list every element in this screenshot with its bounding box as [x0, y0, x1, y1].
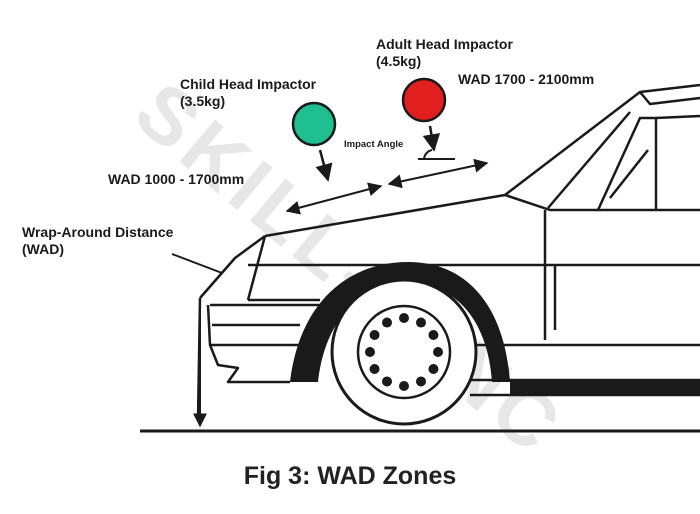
child-wad-zone-arrow: [285, 182, 383, 215]
child-impactor-name: Child Head Impactor: [180, 76, 317, 92]
lug-nut: [382, 317, 392, 328]
lug-nut: [382, 376, 392, 387]
wad-definition-name: Wrap-Around Distance: [22, 224, 174, 240]
adult-impactor-name: Adult Head Impactor: [376, 36, 513, 52]
front-wheel: [330, 278, 478, 426]
figure-caption: Fig 3: WAD Zones: [243, 462, 457, 490]
watermark-text: SKILL-LYNC: [119, 65, 581, 473]
side-skirt: [510, 380, 700, 394]
lug-nut: [365, 347, 375, 357]
watermark: SKILL-LYNC: [119, 65, 581, 473]
adult-wad-range-label: WAD 1700 - 2100mm: [458, 71, 595, 87]
child-wad-range-label: WAD 1000 - 1700mm: [108, 171, 245, 187]
wheel-arch: [290, 262, 510, 382]
child-head-impactor: [291, 101, 337, 147]
lug-nut: [428, 330, 439, 340]
lug-nut: [433, 347, 443, 357]
adult-head-impactor: [401, 77, 447, 123]
wad-definition-label: Wrap-Around Distance (WAD): [22, 224, 173, 258]
adult-impactor-label: Adult Head Impactor (4.5kg): [376, 36, 513, 70]
child-impact-arrow: [315, 149, 333, 182]
lug-nut: [369, 364, 380, 374]
child-impactor-label: Child Head Impactor (3.5kg): [180, 76, 316, 110]
lug-nut: [399, 313, 409, 323]
adult-impact-arrow: [422, 125, 441, 152]
wad-definition-abbr: (WAD): [22, 241, 64, 257]
lug-nut: [369, 330, 380, 340]
wad-leader-line: [171, 253, 223, 274]
lug-nut: [416, 317, 426, 328]
impact-angle-symbol: [418, 149, 455, 160]
adult-wad-zone-arrow: [387, 158, 489, 189]
lug-nut: [416, 376, 426, 387]
adult-impactor-mass: (4.5kg): [376, 53, 422, 69]
lug-nut: [428, 364, 439, 374]
impact-angle-label: Impact Angle: [344, 139, 404, 150]
child-impactor-mass: (3.5kg): [180, 93, 226, 109]
lug-nut: [399, 381, 409, 391]
